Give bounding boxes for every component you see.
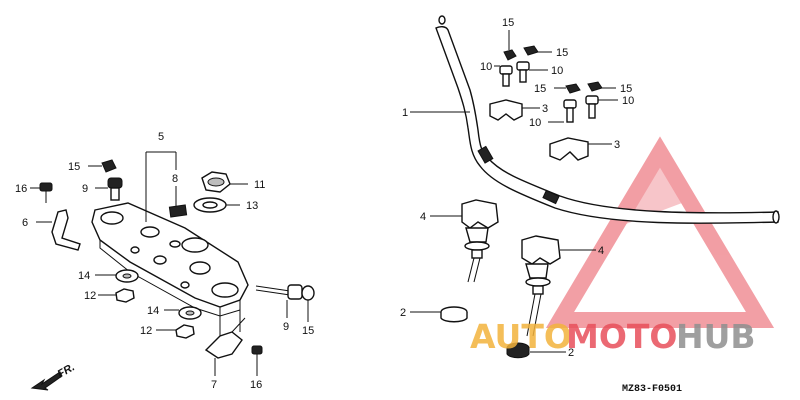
front-arrow-label: FR. [56,361,77,380]
callout-labels: 5 8 11 13 15 16 9 6 14 12 14 12 9 15 7 1… [15,17,634,391]
plate-8 [168,204,188,218]
top-bridge [91,202,249,317]
callout-6: 6 [22,217,28,229]
bolt-9-top [107,177,123,201]
callout-15-r1: 15 [502,17,514,29]
callout-5: 5 [158,131,164,143]
watermark-moto: MOTO [566,317,677,356]
callout-7: 7 [211,379,217,391]
callout-8: 8 [172,173,178,185]
callout-3-a: 3 [542,103,548,115]
callout-10-r4: 10 [529,117,541,129]
watermark-auto: AUTO [470,317,572,356]
front-arrow [30,371,63,391]
right-leaders [410,30,618,353]
bolt-16-lower [251,345,263,364]
cap-15-top [101,159,117,173]
callout-2-a: 2 [400,307,406,319]
lower-holder-4-a [461,199,499,283]
callout-11: 11 [254,179,265,191]
callout-12-lower: 12 [140,325,152,337]
upper-clamp-3-b [549,137,589,161]
callout-10-r1: 10 [480,61,492,73]
callout-14-left: 14 [78,270,90,282]
callout-16-left: 16 [15,183,27,195]
callout-14-lower: 14 [147,305,159,317]
callout-12-left: 12 [84,290,96,302]
callout-15-left: 15 [68,161,80,173]
callout-4-a: 4 [420,211,426,223]
left-leaders [30,151,309,376]
nut-11 [201,171,231,193]
callout-16-lower: 16 [250,379,262,391]
callout-2-b: 2 [568,347,574,359]
bushing-2-a [440,306,468,323]
handlebar-1 [435,15,780,224]
nut-12-b [175,324,195,339]
callout-1: 1 [402,107,408,119]
callout-15-r3: 15 [534,83,546,95]
bolt-16-top [39,182,53,203]
bolt-9-lower [255,284,303,300]
lower-holder-4-b [521,235,561,337]
bushing-2-b [506,342,530,359]
watermark-logo [545,136,775,328]
callout-9-lower: 9 [283,321,289,333]
cap-15-lower [301,285,315,301]
callout-10-r2: 10 [551,65,563,77]
nut-12-a [115,288,135,303]
bracket-6 [51,209,81,251]
callout-10-r3: 10 [622,95,634,107]
clamp-7 [204,331,243,359]
right-small-parts [499,45,603,123]
callout-3-b: 3 [614,139,620,151]
callout-15-lower: 15 [302,325,314,337]
callout-9-left: 9 [82,183,88,195]
callout-13: 13 [246,200,258,212]
watermark-hub: HUB [676,317,756,356]
callout-15-r2: 15 [556,47,568,59]
diagram-code: MZ83-F0501 [622,384,682,395]
callout-4-b: 4 [598,245,604,257]
watermark-text: AUTO MOTO HUB [470,317,756,356]
upper-clamp-3-a [489,99,523,121]
callout-15-r4: 15 [620,83,632,95]
